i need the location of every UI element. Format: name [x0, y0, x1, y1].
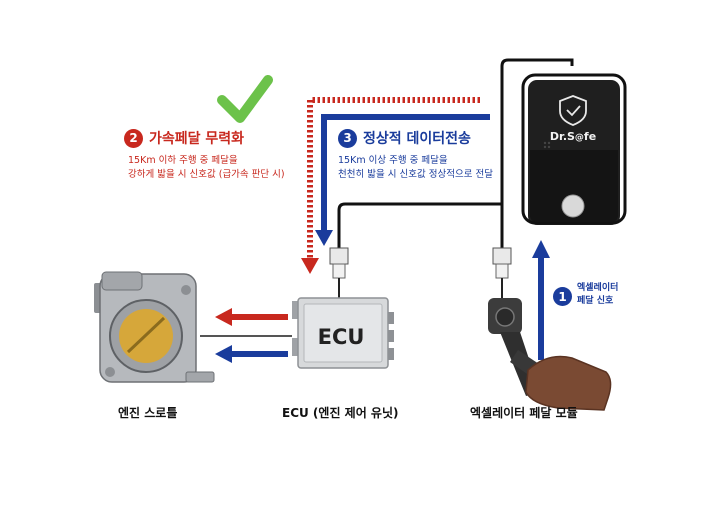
engine-throttle: [94, 271, 215, 383]
step1-line2: 페달 신호: [577, 296, 614, 306]
step3-number-badge: 3: [338, 128, 357, 148]
check-icon: [217, 75, 273, 123]
step3-description: 15Km 이상 주행 중 페달을 천천히 밟을 시 신호값 정상적으로 전달: [338, 154, 493, 182]
ecu-label: ECU: [318, 325, 365, 349]
pedal-signal-arrowhead: [532, 240, 550, 258]
step3-line2: 천천히 밟을 시 신호값 정상적으로 전달: [338, 169, 493, 180]
drsafe-device: [521, 73, 627, 225]
step1-line1: 엑셀레이터: [577, 283, 619, 293]
shoe-image: [525, 355, 612, 411]
step2-line2: 강하게 밟을 시 신호값 (급가속 판단 시): [128, 169, 285, 180]
device-to-pedal-cable: [500, 58, 574, 252]
step3-heading: 3 정상적 데이터전송: [338, 128, 471, 148]
shield-check-icon: [559, 95, 587, 126]
step2-title: 가속페달 무력화: [149, 131, 245, 147]
device-button: [561, 194, 585, 218]
blue-data-arrow: [321, 114, 490, 232]
red-dotted-arrow: [307, 97, 480, 258]
step2-description: 15Km 이하 주행 중 페달을 강하게 밟을 시 신호값 (급가속 판단 시): [128, 154, 285, 182]
step2-number-badge: 2: [124, 128, 143, 148]
blue-output-arrowhead: [215, 345, 232, 363]
device-brand-text: Dr.S@fe: [550, 130, 596, 143]
red-output-arrowhead: [215, 308, 232, 326]
step3-line1: 15Km 이상 주행 중 페달을: [338, 155, 448, 166]
throttle-caption: 엔진 스로틀: [118, 406, 178, 420]
ecu-caption: ECU (엔진 제어 유닛): [282, 406, 399, 420]
step1-number-badge: 1: [553, 287, 572, 306]
step2-heading: 2 가속페달 무력화: [124, 128, 244, 148]
step1-description: 엑셀레이터 페달 신호: [577, 282, 618, 308]
pedal-to-ecu-cable: [337, 202, 502, 252]
red-dotted-arrowhead: [301, 258, 319, 274]
blue-data-arrowhead: [315, 230, 333, 246]
pedal-caption: 엑셀레이터 페달 모듈: [470, 406, 578, 420]
ecu-connector: [329, 247, 349, 298]
step3-title: 정상적 데이터전송: [363, 131, 471, 147]
pedal-connector: [492, 247, 512, 300]
step2-line1: 15Km 이하 주행 중 페달을: [128, 155, 238, 166]
ecu-unit: [292, 297, 394, 369]
